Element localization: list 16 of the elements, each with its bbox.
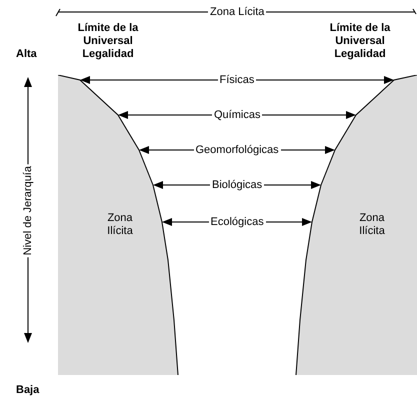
zone-label: Zona Ilícita bbox=[106, 212, 134, 238]
axis-label: Nivel de Jerarquía bbox=[22, 164, 34, 257]
boundary-label: Límite de la Universal Legalidad bbox=[328, 22, 392, 61]
dimension-label: Zona Lícita bbox=[208, 6, 266, 18]
edge-label: Geomorfológicas bbox=[194, 144, 281, 156]
zone-label: Zona Ilícita bbox=[358, 212, 386, 238]
illicit-zone-region bbox=[295, 75, 417, 375]
edge-label: Físicas bbox=[218, 74, 256, 86]
illicit-zone-region bbox=[58, 75, 179, 375]
axis-end-label: Baja bbox=[16, 384, 40, 397]
edge-label: Biológicas bbox=[210, 179, 264, 191]
double-arrow bbox=[80, 76, 394, 84]
edge-label: Ecológicas bbox=[208, 216, 266, 228]
edge-label: Químicas bbox=[212, 109, 262, 121]
boundary-label: Límite de la Universal Legalidad bbox=[76, 22, 140, 61]
axis-end-label: Alta bbox=[16, 48, 37, 61]
